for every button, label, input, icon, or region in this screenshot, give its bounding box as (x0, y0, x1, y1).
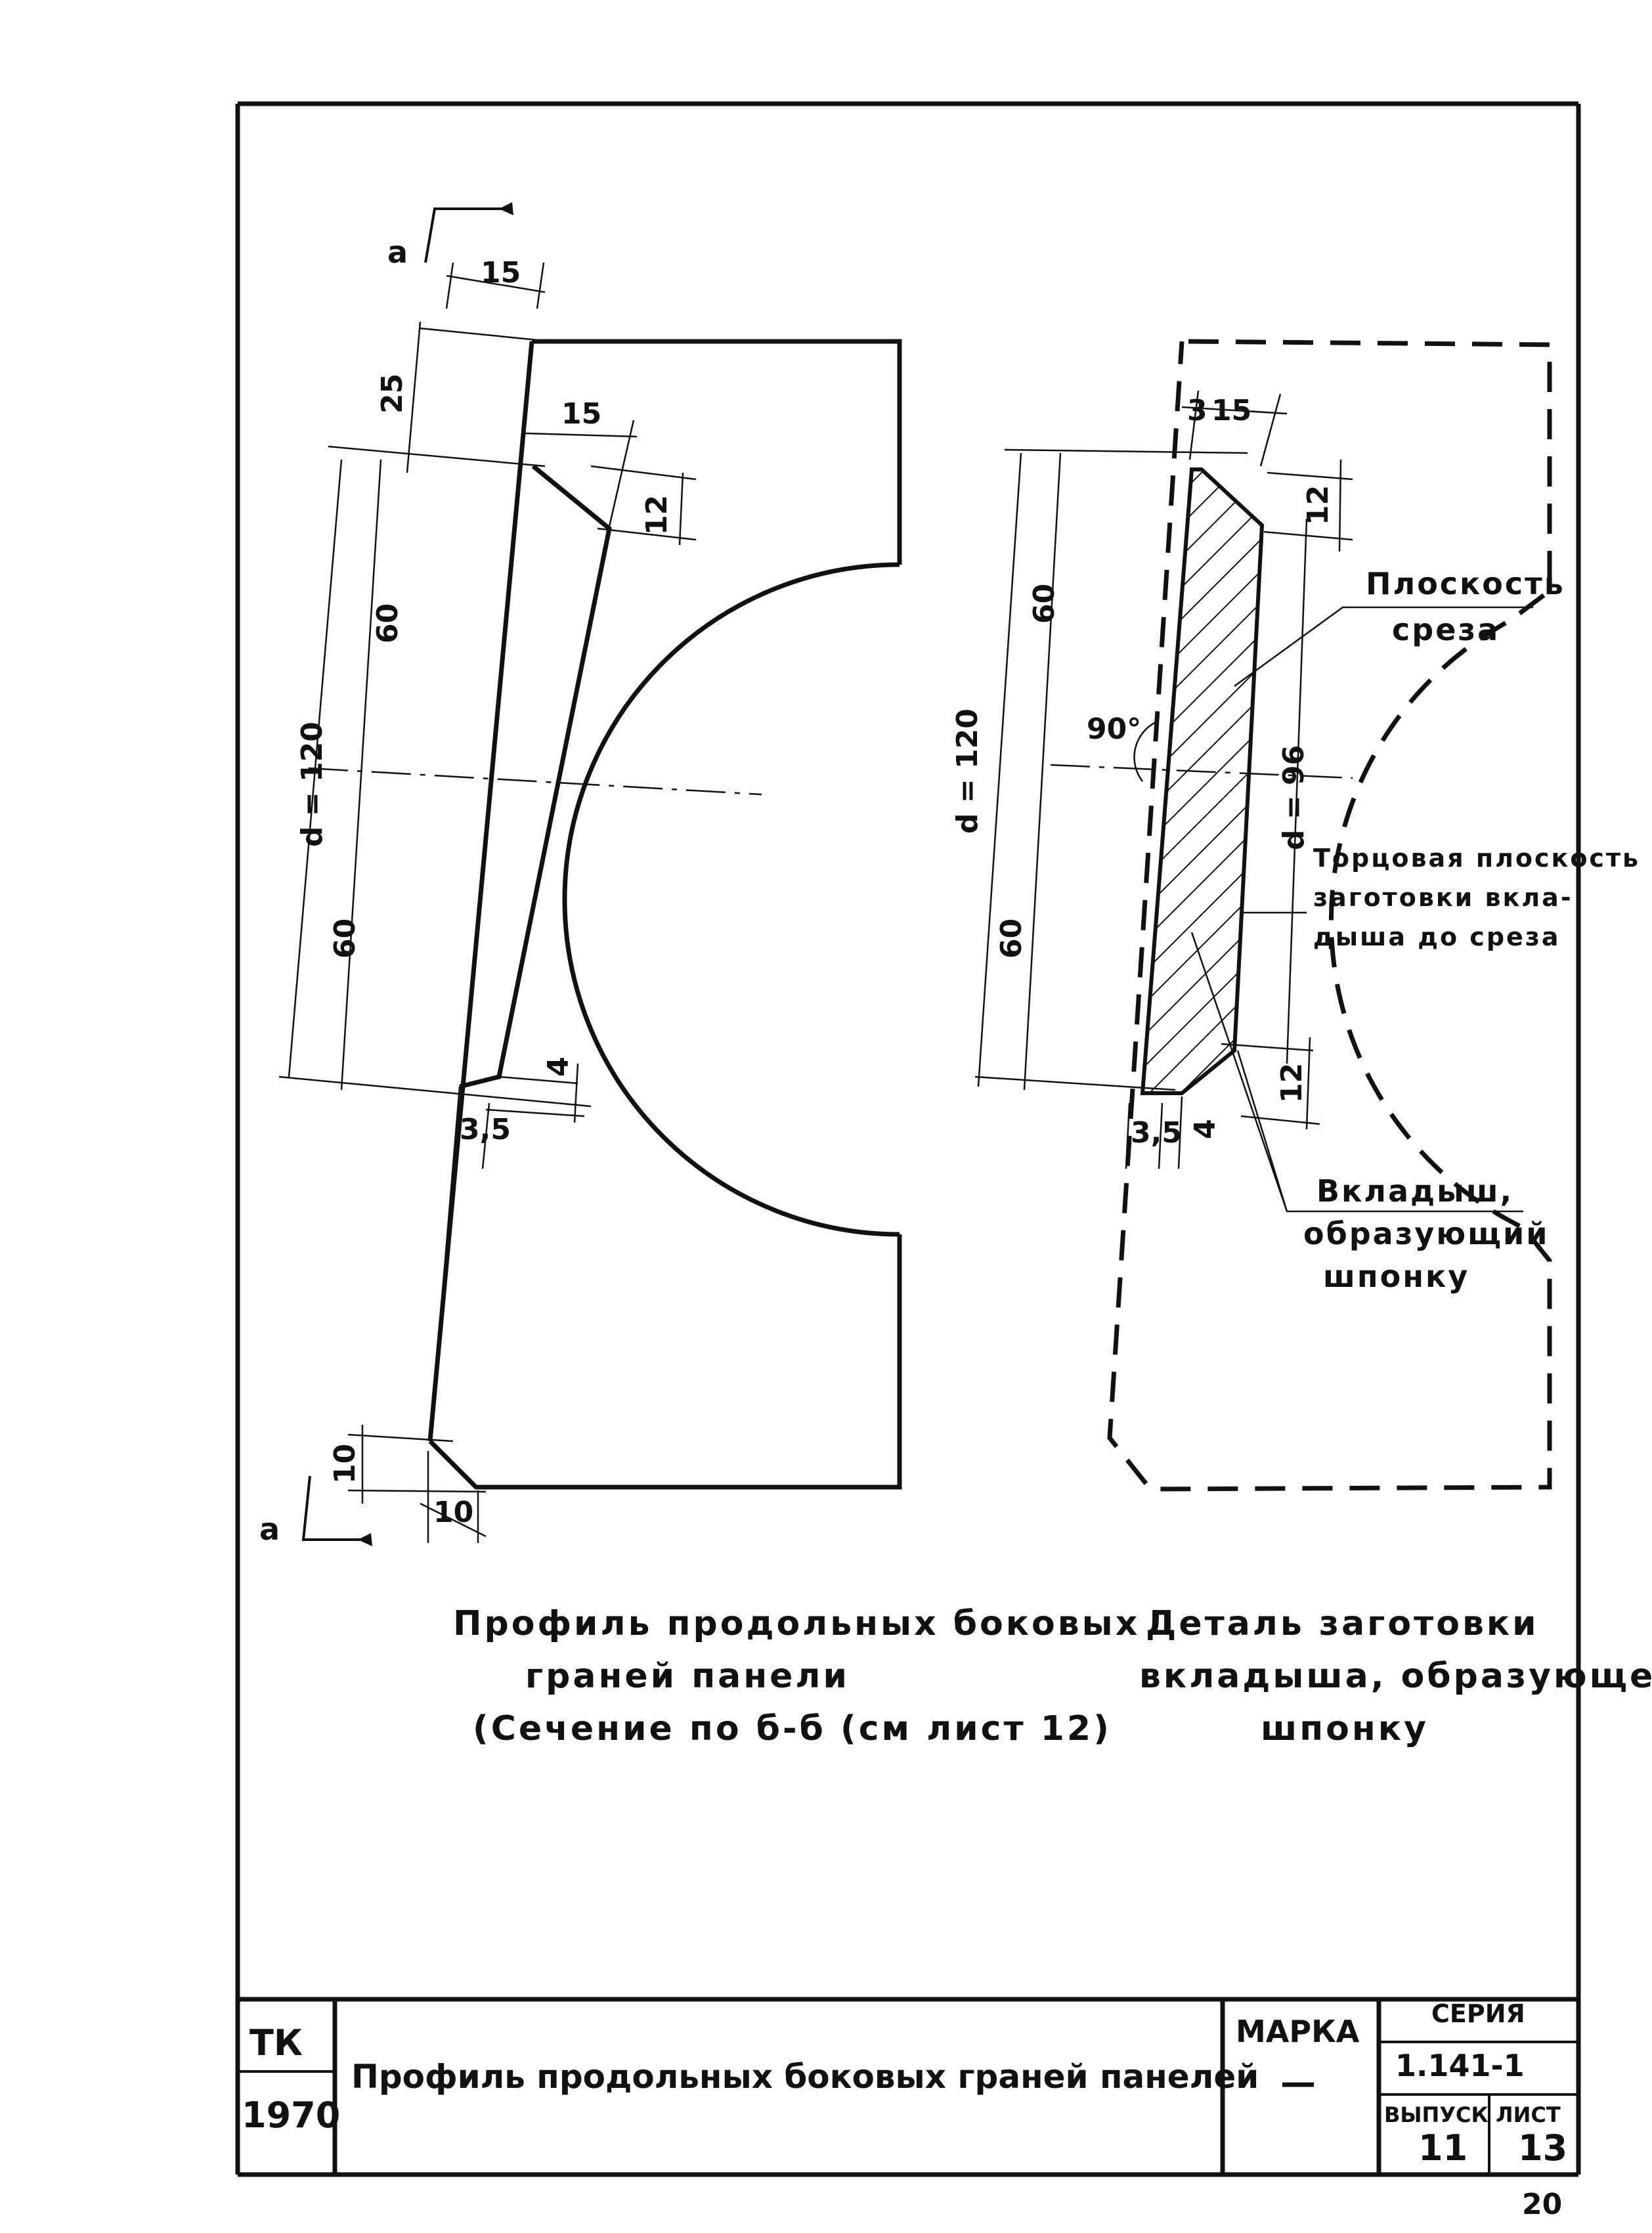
r-dim-inner-diameter: d = 96 (1277, 745, 1311, 850)
tb-marka-value: — (1280, 2062, 1316, 2103)
right-caption-line-1: Деталь заготовки (1146, 1604, 1539, 1643)
callout-end-plane-1: Торцовая плоскость (1313, 844, 1640, 873)
dim-lower-small: 4 (542, 1056, 575, 1077)
left-caption: Профиль продольных боковых граней панели… (453, 1604, 1140, 1748)
leader-cut-plane (1234, 606, 1533, 687)
left-caption-line-2: граней панели (525, 1657, 850, 1696)
r-dim-diameter: d = 120 (951, 708, 984, 834)
tb-marka-label: МАРКА (1236, 2014, 1360, 2049)
panel-circular-hole (562, 562, 900, 1237)
centerline (308, 767, 762, 796)
dim-top-chamfer-h: 25 (376, 374, 409, 414)
right-detail-figure: 3 15 12 60 60 d = 120 d = 96 90° 12 4 3,… (951, 339, 1640, 1492)
dim-chamfer-width: 15 (561, 397, 601, 431)
dim-half-lower: 60 (328, 919, 362, 959)
leader-insert-2 (1236, 1050, 1288, 1212)
tb-list-value: 13 (1518, 2127, 1567, 2169)
leader-insert (1190, 932, 1523, 1213)
callout-cut-plane-1: Плоскость (1366, 566, 1565, 601)
tb-seria-value: 1.141-1 (1395, 2048, 1525, 2083)
section-letter-top: а (387, 234, 410, 270)
right-caption: Деталь заготовки вкладыша, образующего ш… (1139, 1604, 1652, 1748)
dim-chamfer-side: 12 (640, 495, 674, 535)
profile-key-edge (459, 464, 612, 1089)
left-caption-line-1: Профиль продольных боковых (453, 1604, 1140, 1643)
tb-title: Профиль продольных боковых граней панеле… (351, 2058, 1259, 2096)
section-arrow-top (499, 202, 513, 215)
tb-list-label: ЛИСТ (1496, 2102, 1561, 2127)
dim-half-upper: 60 (371, 603, 404, 643)
page-number: 20 (1522, 2188, 1562, 2221)
callout-end-plane-2: заготовки вкла- (1313, 883, 1573, 912)
tb-year: 1970 (242, 2094, 340, 2136)
callout-insert-2: образующий (1303, 1216, 1549, 1251)
r-dim-bottom-offset: 3,5 (1131, 1116, 1182, 1150)
r-dim-angle: 90° (1087, 712, 1141, 746)
tb-seria-label: СЕРИЯ (1431, 1999, 1525, 2028)
sheet-frame (235, 101, 1581, 2177)
right-centerline (1050, 764, 1353, 779)
r-dim-half-upper: 60 (1028, 584, 1061, 624)
r-dim-bottom-side: 12 (1275, 1063, 1309, 1103)
left-caption-line-3: (Сечение по б-б (см лист 12) (473, 1709, 1112, 1748)
r-dim-half-lower: 60 (995, 919, 1028, 959)
dim-top-width: 15 (481, 256, 521, 290)
section-mark-bottom-line (301, 1475, 371, 1541)
callout-end-plane-3: дыша до среза (1313, 922, 1561, 951)
callout-cut-plane-2: среза (1392, 612, 1500, 647)
dim-bottom-chamfer-h: 10 (328, 1444, 362, 1484)
tb-org: ТК (250, 2022, 303, 2064)
profile-outer-edge (427, 341, 534, 1442)
section-letter-bottom: а (259, 1511, 282, 1547)
section-mark-top-line (424, 207, 512, 263)
r-dim-top-small: 3 (1187, 394, 1207, 427)
dim-diameter: d = 120 (295, 722, 329, 847)
angle-arc (1133, 721, 1156, 782)
r-dim-top-width: 15 (1211, 394, 1251, 427)
panel-outline-top (532, 339, 902, 565)
left-profile-figure: а а (259, 202, 902, 1547)
r-dim-top-side: 12 (1301, 485, 1335, 525)
right-caption-line-2: вкладыша, образующего (1139, 1657, 1652, 1696)
dim-bottom-chamfer-w: 10 (433, 1496, 473, 1529)
right-caption-line-3: шпонку (1261, 1709, 1429, 1748)
tb-vypusk-label: ВЫПУСК (1384, 2102, 1489, 2127)
right-dimension-lines (974, 390, 1353, 1169)
callout-insert-1: Вкладыш, (1316, 1173, 1513, 1209)
callout-insert-3: шпонку (1323, 1259, 1469, 1294)
panel-outline-bottom (428, 1234, 902, 1490)
blank-outline-dashed (1107, 339, 1552, 1492)
dim-lower-offset: 3,5 (460, 1113, 511, 1146)
section-arrow-bottom (358, 1533, 372, 1546)
r-dim-bottom-small: 4 (1188, 1119, 1222, 1139)
tb-vypusk-value: 11 (1418, 2127, 1467, 2169)
left-dimension-lines (278, 262, 697, 1543)
title-block: ТК 1970 Профиль продольных боковых гране… (238, 1997, 1578, 2175)
insert-hatched (1140, 467, 1265, 1095)
